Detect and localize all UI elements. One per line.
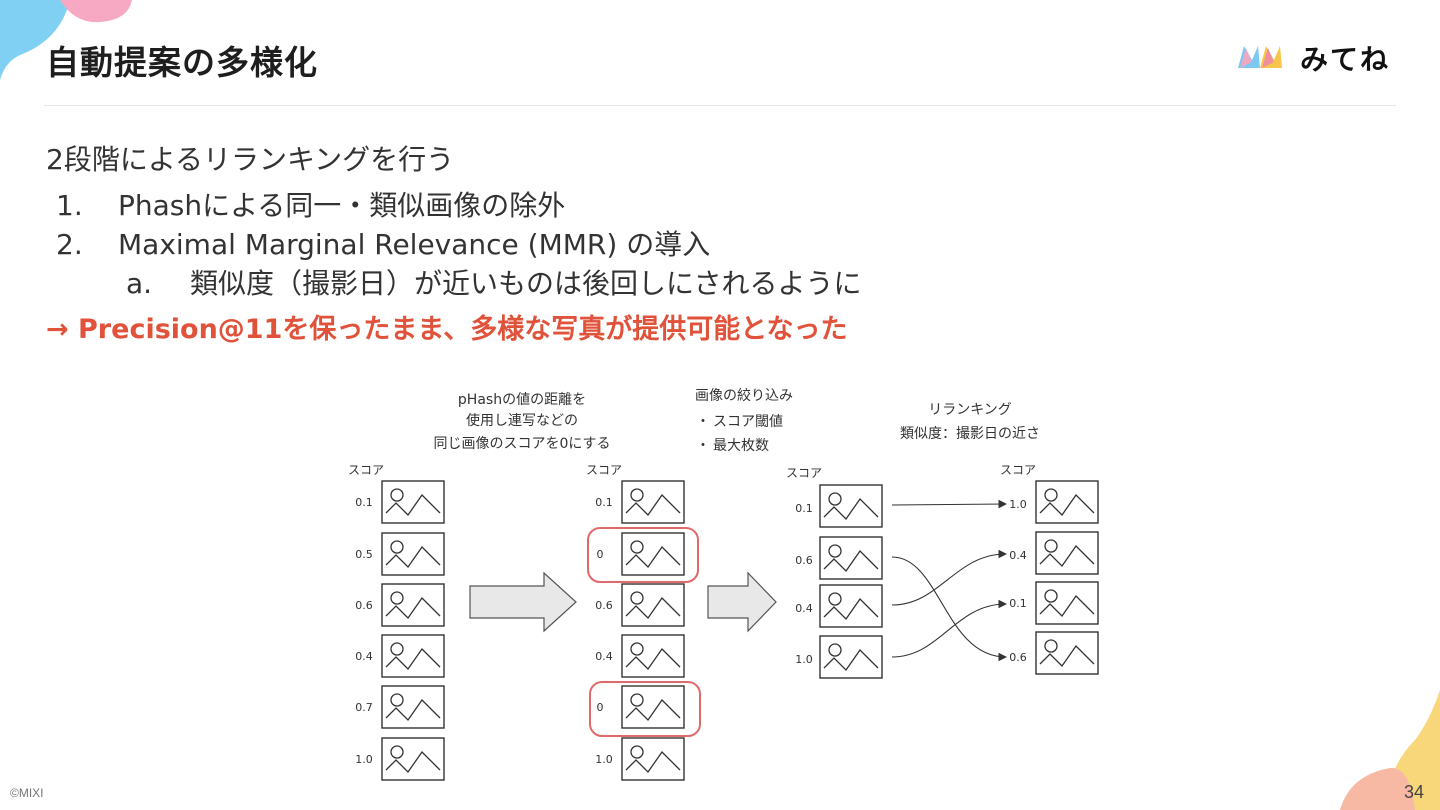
copyright-text: ©MIXI	[10, 786, 44, 800]
page-title: 自動提案の多様化	[46, 43, 318, 82]
step2-caption: 画像の絞り込み	[695, 388, 793, 404]
score-value: 0.6	[1009, 651, 1027, 664]
score-value: 0.4	[595, 650, 613, 663]
score-value: 1.0	[595, 753, 613, 766]
score-value: 0.6	[795, 554, 813, 567]
photo-tile	[621, 634, 685, 678]
step1-caption-line: pHashの値の距離を	[458, 391, 586, 408]
corner-decoration-bottom-right	[1340, 690, 1440, 810]
rerank-arrow	[891, 549, 1008, 606]
photo-tile	[819, 584, 883, 628]
photo-tile	[621, 583, 685, 627]
step2-bullet-dot: ・	[696, 414, 710, 430]
step3-caption-line: 類似度：撮影日の近さ	[900, 425, 1040, 442]
photo-tile	[621, 737, 685, 781]
list-item: 1. Phashによる同一・類似画像の除外	[56, 184, 565, 224]
list-text: Phashによる同一・類似画像の除外	[118, 189, 566, 222]
photo-tile	[819, 536, 883, 580]
rerank-arrow	[891, 556, 1008, 662]
photo-tile	[381, 737, 445, 781]
score-value: 0.7	[355, 701, 373, 714]
photo-tile	[819, 635, 883, 679]
photo-tile	[381, 583, 445, 627]
title-divider	[44, 105, 1396, 106]
score-value: 1.0	[355, 753, 373, 766]
photo-tile	[381, 685, 445, 729]
score-value: 0.1	[355, 496, 373, 509]
brand-name: みてね	[1300, 43, 1391, 76]
sub-list-number: a.	[126, 267, 153, 300]
score-header: スコア	[348, 463, 384, 477]
photo-tile	[1035, 631, 1099, 675]
list-number: 1.	[56, 189, 83, 222]
page-number: 34	[1404, 782, 1425, 802]
photo-tile	[381, 634, 445, 678]
score-value: 1.0	[1009, 498, 1027, 511]
score-header: スコア	[1000, 463, 1036, 477]
score-value: 1.0	[795, 653, 813, 666]
photo-tile	[819, 484, 883, 528]
score-value: 0.4	[1009, 549, 1027, 562]
score-value: 0	[597, 548, 604, 561]
sub-list-item: a. 類似度（撮影日）が近いものは後回しにされるように	[126, 262, 861, 302]
score-value: 0.4	[795, 602, 813, 615]
photo-tile	[1035, 480, 1099, 524]
step2-bullet: 最大枚数	[713, 438, 769, 454]
score-value: 0.6	[595, 599, 613, 612]
photo-tile	[621, 480, 685, 524]
score-value: 0.5	[355, 548, 373, 561]
photo-tile	[621, 685, 685, 729]
list-number: 2.	[56, 228, 83, 261]
score-value: 0.4	[355, 650, 373, 663]
list-text: Maximal Marginal Relevance (MMR) の導入	[118, 228, 711, 261]
reranking-diagram: pHashの値の距離を 使用し連写などの 同じ画像のスコアを0にする 画像の絞り…	[348, 388, 1099, 781]
step3-caption-line: リランキング	[928, 402, 1012, 418]
step2-bullet: スコア閾値	[713, 414, 783, 430]
process-arrow	[469, 571, 577, 633]
score-header: スコア	[586, 463, 622, 477]
photo-tile	[381, 532, 445, 576]
intro-text: 2段階によるリランキングを行う	[46, 143, 455, 176]
photo-tile	[621, 532, 685, 576]
excluded-highlight	[589, 681, 701, 737]
result-statement: → Precision@11を保った​まま、多様な写真が提供可能となった	[46, 314, 848, 345]
photo-tile	[1035, 581, 1099, 625]
photo-tile	[1035, 531, 1099, 575]
process-arrow	[707, 571, 777, 633]
score-value: 0.1	[595, 496, 613, 509]
excluded-highlight	[587, 527, 699, 583]
step1-caption-line: 同じ画像のスコアを0にする	[433, 436, 610, 452]
photo-tile	[381, 480, 445, 524]
rerank-arrow	[891, 599, 1008, 658]
step1-caption-line: 使用し連写などの	[466, 412, 578, 429]
step2-bullet-dot: ・	[696, 438, 710, 454]
rerank-arrow	[891, 499, 1008, 509]
mitene-logo-icon	[1238, 46, 1282, 68]
score-value: 0.1	[795, 502, 813, 515]
corner-decoration-top-left	[0, 0, 132, 80]
score-value: 0.1	[1009, 597, 1027, 610]
score-value: 0	[597, 701, 604, 714]
sub-list-text: 類似度（撮影日）が近いものは後回しにされるように	[190, 267, 862, 300]
list-item: 2. Maximal Marginal Relevance (MMR) の導入	[56, 223, 710, 263]
score-header: スコア	[786, 466, 822, 480]
score-value: 0.6	[355, 599, 373, 612]
